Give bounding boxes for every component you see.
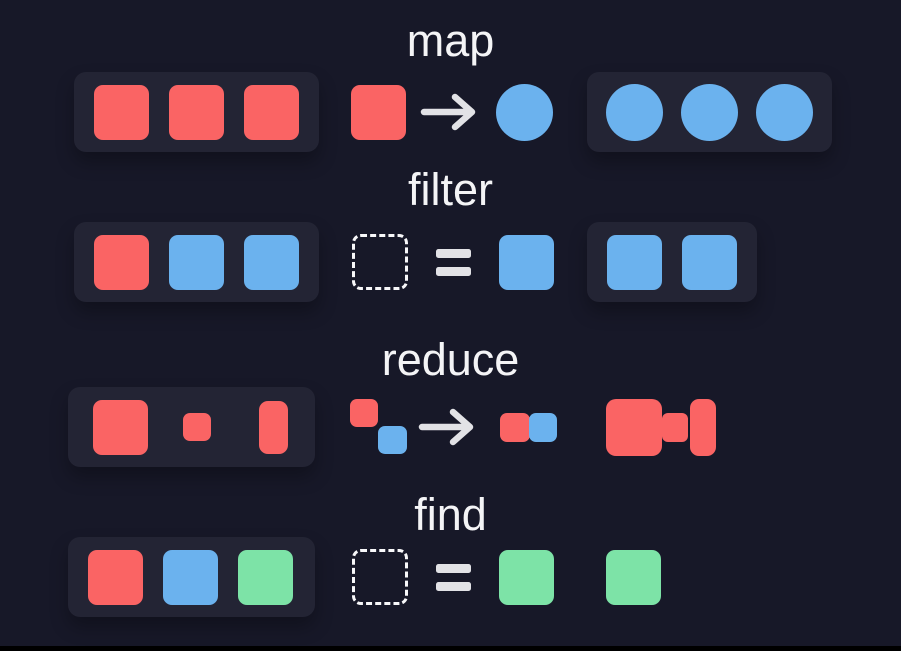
green-square-shape — [238, 549, 293, 605]
red-small-square-shape — [500, 412, 530, 442]
red-connector-shape — [662, 412, 688, 442]
red-square-shape — [94, 84, 149, 140]
blue-small-square-shape — [378, 426, 407, 454]
map-input-tray — [74, 72, 319, 152]
red-square-shape — [94, 234, 149, 290]
red-tall-rect-shape — [259, 400, 288, 454]
equals-bar — [436, 266, 471, 276]
red-square-shape — [244, 84, 299, 140]
filter-rule — [352, 222, 554, 302]
red-square-shape — [351, 84, 406, 140]
blue-square-shape — [607, 234, 662, 290]
equals-bar — [436, 581, 471, 591]
blue-circle-shape — [496, 83, 553, 141]
row-find — [0, 537, 901, 617]
filter-output-tray — [587, 222, 757, 302]
find-label: find — [414, 489, 487, 540]
reduce-rule — [350, 387, 557, 467]
equals-bar — [436, 563, 471, 573]
find-input-tray — [68, 537, 315, 617]
blue-small-square-shape — [529, 412, 557, 442]
red-small-square-shape — [183, 413, 211, 441]
arrow-right-icon — [418, 405, 480, 449]
find-rule — [352, 537, 554, 617]
equals-icon — [436, 248, 471, 276]
row-map — [0, 72, 901, 152]
arrow-right-glyph — [420, 93, 476, 131]
red-small-square-shape — [350, 399, 378, 427]
red-blue-joined-pair — [500, 412, 557, 442]
map-label: map — [406, 15, 495, 66]
red-blue-diagonal-pair — [350, 399, 407, 455]
reduce-label: reduce — [381, 334, 520, 385]
map-output-tray — [587, 72, 832, 152]
arrow-right-icon — [420, 90, 482, 134]
equals-icon — [436, 563, 471, 591]
blue-square-shape — [169, 234, 224, 290]
green-square-shape — [606, 549, 661, 605]
blue-square-shape — [499, 234, 554, 290]
red-square-shape — [169, 84, 224, 140]
row-reduce — [0, 387, 901, 467]
reduce-input-tray — [68, 387, 315, 467]
find-output — [606, 537, 661, 617]
blue-square-shape — [244, 234, 299, 290]
filter-input-tray — [74, 222, 319, 302]
filter-label: filter — [407, 164, 493, 215]
blue-square-shape — [163, 549, 218, 605]
dashed-placeholder-square — [352, 549, 408, 605]
red-square-shape — [88, 549, 143, 605]
red-square-shape — [606, 398, 662, 456]
green-square-shape — [499, 549, 554, 605]
dashed-placeholder-square — [352, 234, 408, 290]
arrow-right-glyph — [418, 408, 474, 446]
red-square-shape — [93, 399, 148, 455]
equals-bar — [436, 248, 471, 258]
red-tall-rect-shape — [690, 398, 716, 456]
blue-circle-shape — [681, 83, 738, 141]
red-merged-result-shape — [606, 398, 716, 456]
map-rule — [351, 72, 553, 152]
row-filter — [0, 222, 901, 302]
blue-circle-shape — [756, 83, 813, 141]
blue-square-shape — [682, 234, 737, 290]
blue-circle-shape — [606, 83, 663, 141]
reduce-output — [606, 387, 716, 467]
